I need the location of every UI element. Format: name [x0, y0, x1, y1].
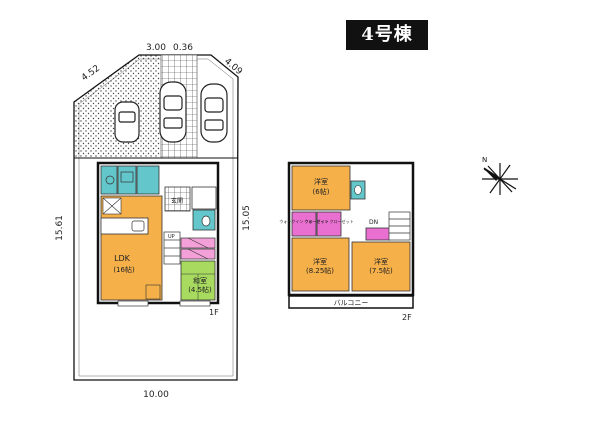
- floor1-label: 1F: [209, 308, 219, 317]
- tatami-label: 和室: [193, 276, 207, 285]
- balcony-label: バルコニー: [334, 299, 369, 307]
- dim-diag: 4.52: [80, 64, 102, 84]
- closet-3: [365, 227, 391, 241]
- dim-bottom: 10.00: [143, 390, 169, 400]
- ldk-size: (16帖): [113, 265, 135, 274]
- closet2-label: ウォークイン クローゼット: [304, 218, 353, 224]
- balcony: [288, 295, 414, 309]
- dim-top: 3.00: [146, 43, 166, 53]
- svg-text:N: N: [482, 156, 487, 164]
- dim-offset-2: 4.09: [222, 57, 244, 78]
- entrance: [164, 186, 191, 212]
- up-label: UP: [168, 234, 175, 240]
- utility-room: [136, 165, 160, 195]
- room-8-25: [291, 237, 350, 292]
- room3-size: (7.5帖): [369, 266, 393, 275]
- room-6: [291, 165, 351, 211]
- dim-right: 15.05: [242, 205, 252, 231]
- staircase: [163, 231, 181, 265]
- dim-left: 15.61: [55, 215, 65, 241]
- room1-size: (6帖): [313, 187, 330, 196]
- room1-label: 洋室: [314, 177, 328, 186]
- bath-room: [100, 165, 118, 195]
- compass-icon: N: [482, 156, 518, 195]
- dn-label: DN: [369, 219, 378, 226]
- wash-room: [117, 165, 137, 195]
- ldk-label: LDK: [114, 254, 131, 263]
- entrance-label: 玄関: [171, 197, 183, 205]
- room3-label: 洋室: [374, 257, 388, 266]
- closet-2: [316, 211, 342, 237]
- room-7-5: [351, 241, 411, 292]
- dim-offset-1: 0.36: [173, 43, 193, 53]
- room2-label: 洋室: [313, 257, 327, 266]
- closet-1: [291, 211, 317, 237]
- car-icon: [114, 81, 228, 143]
- hall-pink: [180, 237, 216, 260]
- tatami-size: (4.5帖): [188, 285, 212, 294]
- closet1-label: ウォークイン クローゼット: [279, 218, 328, 224]
- floor2-label: 2F: [402, 313, 412, 322]
- floor2-plan: [287, 161, 415, 309]
- staircase-2f: [388, 211, 411, 241]
- building-number-badge: 4号棟: [346, 20, 428, 50]
- shoe-storage: [191, 186, 217, 210]
- room2-size: (8.25帖): [306, 266, 334, 275]
- floor1-plan: [96, 161, 220, 307]
